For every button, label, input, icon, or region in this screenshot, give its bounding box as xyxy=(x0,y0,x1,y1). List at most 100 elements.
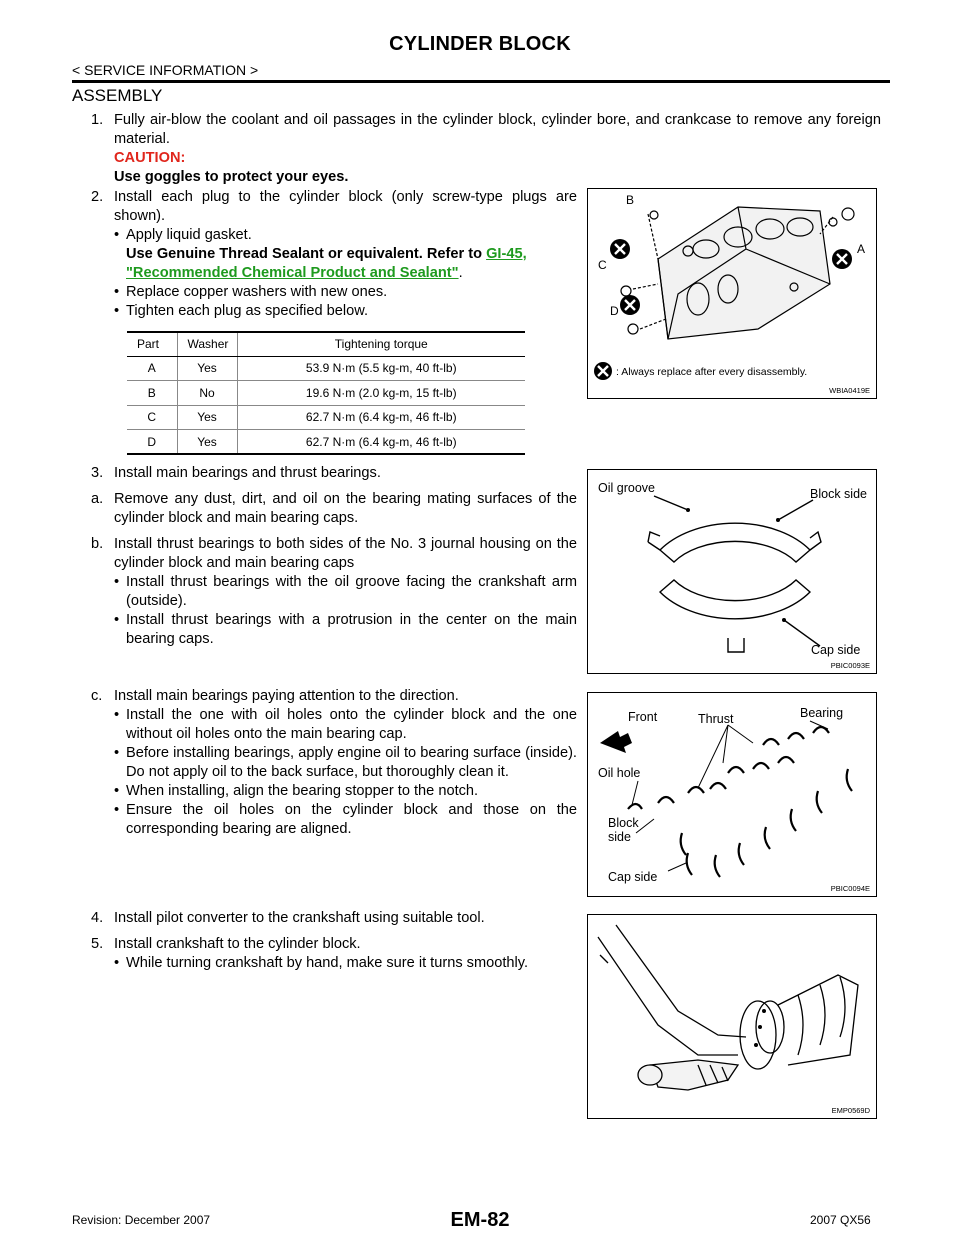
bullet: • xyxy=(114,745,120,761)
step-number: 5. xyxy=(91,936,104,952)
bullet: • xyxy=(114,707,120,723)
table-cell: C xyxy=(127,405,178,430)
substep-letter: c. xyxy=(91,688,103,704)
bullet-text: Install thrust bearings with a protrusio… xyxy=(126,612,577,647)
table-cell: A xyxy=(127,356,178,381)
step-text: Install each plug to the cylinder block … xyxy=(114,189,577,224)
thrust-bearing-illustration: Oil groove Block side Cap side xyxy=(598,481,867,657)
period: . xyxy=(458,265,463,281)
table-cell: 62.7 N·m (6.4 kg-m, 46 ft-lb) xyxy=(237,405,525,430)
bullet-text: Install thrust bearings with the oil gro… xyxy=(126,574,577,609)
list-item: • Tighten each plug as specified below. xyxy=(114,302,577,321)
bullet: • xyxy=(114,955,120,971)
table-cell: 53.9 N·m (5.5 kg-m, 40 ft-lb) xyxy=(237,356,525,381)
list-item: • When installing, align the bearing sto… xyxy=(114,782,577,801)
label-front: Front xyxy=(628,710,658,724)
list-item: • While turning crankshaft by hand, make… xyxy=(114,954,577,973)
substep-a: a. Remove any dust, dirt, and oil on the… xyxy=(91,490,577,528)
reference-link-title[interactable]: "Recommended Chemical Product and Sealan… xyxy=(126,265,459,281)
list-item: • Install thrust bearings with the oil g… xyxy=(114,573,577,611)
page-number: EM-82 xyxy=(450,1209,510,1231)
table-cell: Yes xyxy=(177,429,238,454)
table-header-row: Part Washer Tightening torque xyxy=(127,332,525,357)
sealant-note: Use Genuine Thread Sealant or equivalent… xyxy=(126,246,487,262)
bullet-text: When installing, align the bearing stopp… xyxy=(126,783,479,799)
bullet: • xyxy=(114,284,120,300)
label-block: Block xyxy=(608,816,639,830)
bullet-text: Install the one with oil holes onto the … xyxy=(126,707,577,742)
header-divider xyxy=(72,80,890,83)
list-item: • Ensure the oil holes on the cylinder b… xyxy=(114,801,577,839)
legend-text: : Always replace after every disassembly… xyxy=(616,366,807,378)
label-oil-hole: Oil hole xyxy=(598,766,640,780)
step-text: Fully air-blow the coolant and oil passa… xyxy=(114,112,881,147)
label-cap-side: Cap side xyxy=(811,643,860,657)
figure-cylinder-block-plugs: B A C D : Always replace after every dis… xyxy=(587,188,877,399)
reference-link[interactable]: GI-45, xyxy=(486,246,527,262)
bullet: • xyxy=(114,303,120,319)
bullet-text: Ensure the oil holes on the cylinder blo… xyxy=(126,802,577,837)
caution-text: Use goggles to protect your eyes. xyxy=(114,169,349,185)
bullet-text: While turning crankshaft by hand, make s… xyxy=(126,955,529,971)
label-c: C xyxy=(598,258,607,272)
substep-letter: a. xyxy=(91,491,104,507)
substep-b: b. Install thrust bearings to both sides… xyxy=(91,535,577,649)
bullet: • xyxy=(114,802,120,818)
step-3: 3. Install main bearings and thrust bear… xyxy=(91,464,577,649)
label-cap-side: Cap side xyxy=(608,870,657,884)
table-cell: D xyxy=(127,429,178,454)
list-item: • Replace copper washers with new ones. xyxy=(114,283,577,302)
step-2: 2. Install each plug to the cylinder blo… xyxy=(91,188,577,321)
figure-code: PBIC0093E xyxy=(830,661,870,670)
page-title: CYLINDER BLOCK xyxy=(389,33,571,55)
step-number: 2. xyxy=(91,189,104,205)
crankshaft-hand-illustration xyxy=(597,924,859,1091)
step-number: 3. xyxy=(91,465,104,481)
bullet: • xyxy=(114,574,120,590)
column-header: Tightening torque xyxy=(237,332,525,357)
label-side: side xyxy=(608,830,631,844)
table-cell: 19.6 N·m (2.0 kg-m, 15 ft-lb) xyxy=(237,380,525,406)
list-item: • Apply liquid gasket. Use Genuine Threa… xyxy=(114,226,577,283)
bullet-text: Before installing bearings, apply engine… xyxy=(126,745,577,780)
table-cell: Yes xyxy=(177,356,238,381)
substep-text: Install thrust bearings to both sides of… xyxy=(114,536,577,571)
list-item: • Install the one with oil holes onto th… xyxy=(114,706,577,744)
table-row: D Yes 62.7 N·m (6.4 kg-m, 46 ft-lb) xyxy=(127,429,525,454)
table-row: C Yes 62.7 N·m (6.4 kg-m, 46 ft-lb) xyxy=(127,405,525,430)
step-1: 1. Fully air-blow the coolant and oil pa… xyxy=(91,111,881,187)
footer-revision: Revision: December 2007 xyxy=(72,1213,211,1227)
bullet: • xyxy=(114,612,120,628)
label-a: A xyxy=(857,242,865,256)
label-oil-groove: Oil groove xyxy=(598,481,655,495)
caution-label: CAUTION: xyxy=(114,150,186,166)
step-5: 5. Install crankshaft to the cylinder bl… xyxy=(91,935,577,973)
step-text: Install pilot converter to the crankshaf… xyxy=(114,910,485,926)
figure-crankshaft-install: EMP0569D xyxy=(587,914,877,1119)
list-item: • Before installing bearings, apply engi… xyxy=(114,744,577,782)
label-thrust: Thrust xyxy=(698,712,734,726)
table-cell: B xyxy=(127,380,178,406)
bullet: • xyxy=(114,783,120,799)
table-cell: 62.7 N·m (6.4 kg-m, 46 ft-lb) xyxy=(305,434,457,449)
figure-thrust-bearings: Oil groove Block side Cap side PBIC0093E xyxy=(587,469,877,674)
step-number: 4. xyxy=(91,910,104,926)
list-item: • Install thrust bearings with a protrus… xyxy=(114,611,577,649)
torque-table: Part Washer Tightening torque A Yes 53.9… xyxy=(127,331,525,455)
front-arrow-icon xyxy=(600,731,632,753)
bullet: • xyxy=(114,227,120,243)
table-cell: No xyxy=(177,380,238,406)
figure-main-bearings: Front Thrust Bearing Oil hole Block side… xyxy=(587,692,877,897)
substep-text: Install main bearings paying attention t… xyxy=(114,688,459,704)
label-block-side: Block side xyxy=(810,487,867,501)
step-text: Install crankshaft to the cylinder block… xyxy=(114,936,361,952)
cylinder-block-illustration: B A C D : Always replace after every dis… xyxy=(594,193,865,380)
substep-letter: b. xyxy=(91,536,104,552)
section-heading: ASSEMBLY xyxy=(72,86,163,105)
figure-code: EMP0569D xyxy=(831,1106,870,1115)
column-header: Washer xyxy=(177,332,238,357)
bullet-text: Replace copper washers with new ones. xyxy=(126,284,388,300)
section-label: < SERVICE INFORMATION > xyxy=(72,62,259,78)
table-row: A Yes 53.9 N·m (5.5 kg-m, 40 ft-lb) xyxy=(127,356,525,381)
label-d: D xyxy=(610,304,619,318)
